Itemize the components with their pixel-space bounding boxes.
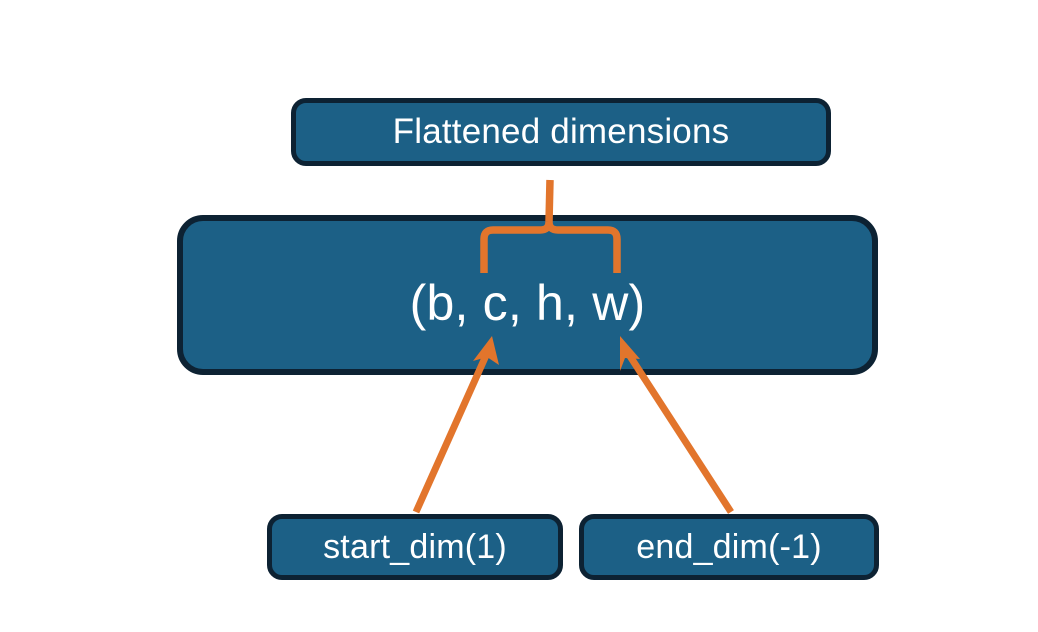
node-start-dim-label: start_dim(1) xyxy=(323,527,507,566)
node-start-dim[interactable]: start_dim(1) xyxy=(267,514,563,580)
node-end-dim-label: end_dim(-1) xyxy=(636,527,822,566)
node-end-dim[interactable]: end_dim(-1) xyxy=(579,514,879,580)
node-flattened-dimensions[interactable]: Flattened dimensions xyxy=(291,98,831,166)
node-tensor-shape-label: (b, c, h, w) xyxy=(409,275,646,331)
arrow-start-dim-line xyxy=(412,349,492,514)
node-tensor-shape[interactable]: (b, c, h, w) xyxy=(177,215,878,375)
node-flattened-dimensions-label: Flattened dimensions xyxy=(392,112,730,151)
